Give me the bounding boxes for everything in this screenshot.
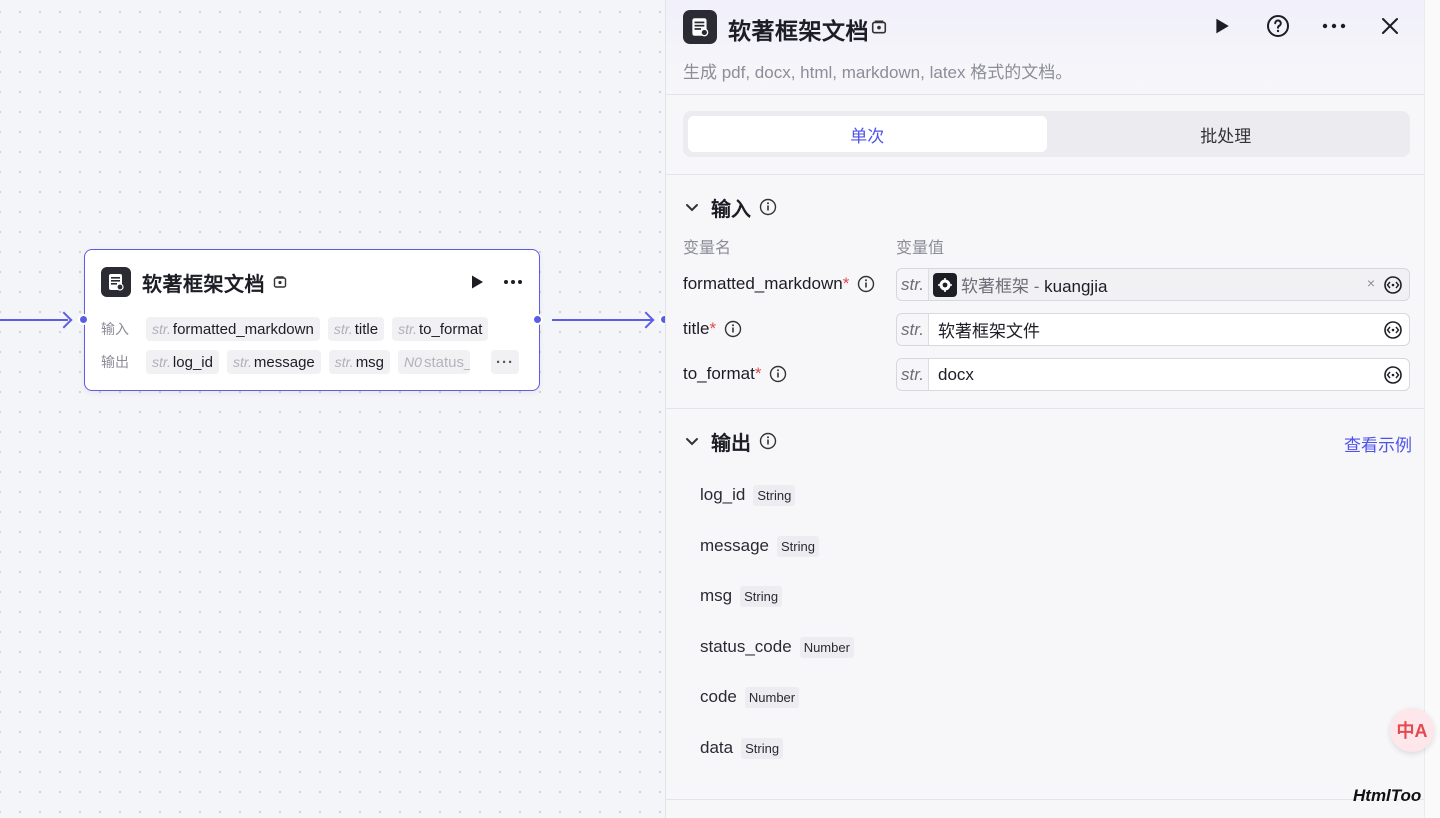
panel-header: 软著框架文档 生成 pdf, docx, html, markdown, lat… xyxy=(666,0,1424,95)
watermark: HtmlToo xyxy=(1353,786,1422,805)
type-badge: String xyxy=(776,535,819,557)
divider xyxy=(665,799,1424,800)
variable-picker-icon[interactable] xyxy=(1383,320,1403,340)
output-section-header[interactable]: 输出 xyxy=(683,427,777,455)
info-icon[interactable] xyxy=(759,198,777,216)
node-input-chip: str.to_format xyxy=(392,317,489,341)
type-badge: String xyxy=(741,737,784,759)
workflow-canvas[interactable]: 软著框架文档 输入 str.formatted_markdown str.tit… xyxy=(0,0,670,818)
type-badge: String xyxy=(753,484,796,506)
node-output-chip: str.message xyxy=(226,350,321,374)
node-title: 软著框架文档 xyxy=(142,273,265,296)
reference-value: 软著框架 - kuangjia xyxy=(961,277,1108,296)
node-detail-panel: 软著框架文档 生成 pdf, docx, html, markdown, lat… xyxy=(665,0,1424,818)
node-input-label: 输入 xyxy=(101,321,129,337)
input-row-title: title* str. 软著框架文件 xyxy=(683,313,1410,347)
panel-title: 软著框架文档 xyxy=(728,18,869,44)
plugin-logo-icon xyxy=(683,10,717,44)
type-tag: str. xyxy=(897,314,929,345)
col-header-value: 变量值 xyxy=(896,240,945,257)
chevron-down-icon[interactable] xyxy=(683,198,701,216)
help-button[interactable] xyxy=(1264,12,1292,40)
node-input-port[interactable] xyxy=(78,314,89,325)
to-format-field[interactable]: str. docx xyxy=(896,358,1410,391)
variable-picker-icon[interactable] xyxy=(1383,365,1403,385)
close-icon xyxy=(1382,18,1398,34)
info-icon[interactable] xyxy=(769,365,787,383)
node-more-icon[interactable] xyxy=(503,279,523,285)
plugin-logo-icon xyxy=(101,267,131,297)
help-icon xyxy=(1267,15,1289,37)
input-section-header[interactable]: 输入 xyxy=(683,193,777,221)
divider xyxy=(666,408,1424,409)
node-output-label: 输出 xyxy=(101,354,129,370)
type-badge: String xyxy=(740,585,783,607)
plugin-node[interactable]: 软著框架文档 输入 str.formatted_markdown str.tit… xyxy=(78,249,543,391)
referenced-node-icon xyxy=(933,272,957,297)
scrollbar[interactable] xyxy=(1424,0,1440,818)
variable-picker-icon[interactable] xyxy=(1383,275,1403,295)
output-section-title: 输出 xyxy=(711,432,751,455)
view-example-link[interactable]: 查看示例 xyxy=(1344,436,1412,455)
info-icon[interactable] xyxy=(857,275,875,293)
more-icon xyxy=(1322,23,1346,29)
more-button[interactable] xyxy=(1320,12,1348,40)
type-badge: Number xyxy=(799,636,854,658)
input-section-title: 输入 xyxy=(711,198,751,221)
panel-description: 生成 pdf, docx, html, markdown, latex 格式的文… xyxy=(683,63,1073,82)
close-button[interactable] xyxy=(1376,12,1404,40)
play-icon xyxy=(1216,18,1229,34)
input-var-name: to_format* xyxy=(683,364,787,384)
outgoing-edge-arrow xyxy=(637,311,655,329)
node-input-row: 输入 str.formatted_markdown str.title str.… xyxy=(101,316,519,342)
input-row-formatted-markdown: formatted_markdown* str. 软著框架 - kuangjia… xyxy=(683,268,1410,302)
input-var-name: formatted_markdown* xyxy=(683,274,875,294)
node-output-chip: str.msg xyxy=(328,350,391,374)
input-row-to-format: to_format* str. docx xyxy=(683,358,1410,392)
tab-batch[interactable]: 批处理 xyxy=(1200,126,1252,146)
clear-icon[interactable]: × xyxy=(1366,275,1375,291)
chevron-down-icon[interactable] xyxy=(683,432,701,450)
node-output-chip: str.log_id xyxy=(146,350,219,374)
node-outputs-more-button[interactable]: ··· xyxy=(491,350,519,374)
translate-button[interactable]: 中A xyxy=(1390,708,1434,752)
incoming-edge xyxy=(0,319,68,321)
type-badge: Number xyxy=(744,686,800,708)
outgoing-edge xyxy=(552,319,652,321)
type-tag: str. xyxy=(897,359,929,390)
title-value[interactable]: 软著框架文件 xyxy=(938,322,1040,341)
title-field[interactable]: str. 软著框架文件 xyxy=(896,313,1410,346)
node-input-chip: str.title xyxy=(327,317,385,341)
store-icon xyxy=(273,276,287,288)
node-run-icon[interactable] xyxy=(469,274,485,290)
tab-single[interactable]: 单次 xyxy=(688,116,1047,152)
node-output-port[interactable] xyxy=(532,314,543,325)
col-header-name: 变量名 xyxy=(683,240,732,257)
type-tag: str. xyxy=(897,269,929,300)
divider xyxy=(666,174,1424,175)
formatted-markdown-field[interactable]: str. 软著框架 - kuangjia × xyxy=(896,268,1410,301)
store-icon xyxy=(871,20,887,34)
to-format-value[interactable]: docx xyxy=(938,364,974,384)
info-icon[interactable] xyxy=(759,432,777,450)
input-var-name: title* xyxy=(683,319,742,339)
incoming-edge-arrow xyxy=(55,311,73,329)
node-input-chip: str.formatted_markdown xyxy=(146,317,320,341)
info-icon[interactable] xyxy=(724,320,742,338)
run-button[interactable] xyxy=(1208,12,1236,40)
run-mode-tabs: 单次 批处理 xyxy=(683,111,1410,157)
